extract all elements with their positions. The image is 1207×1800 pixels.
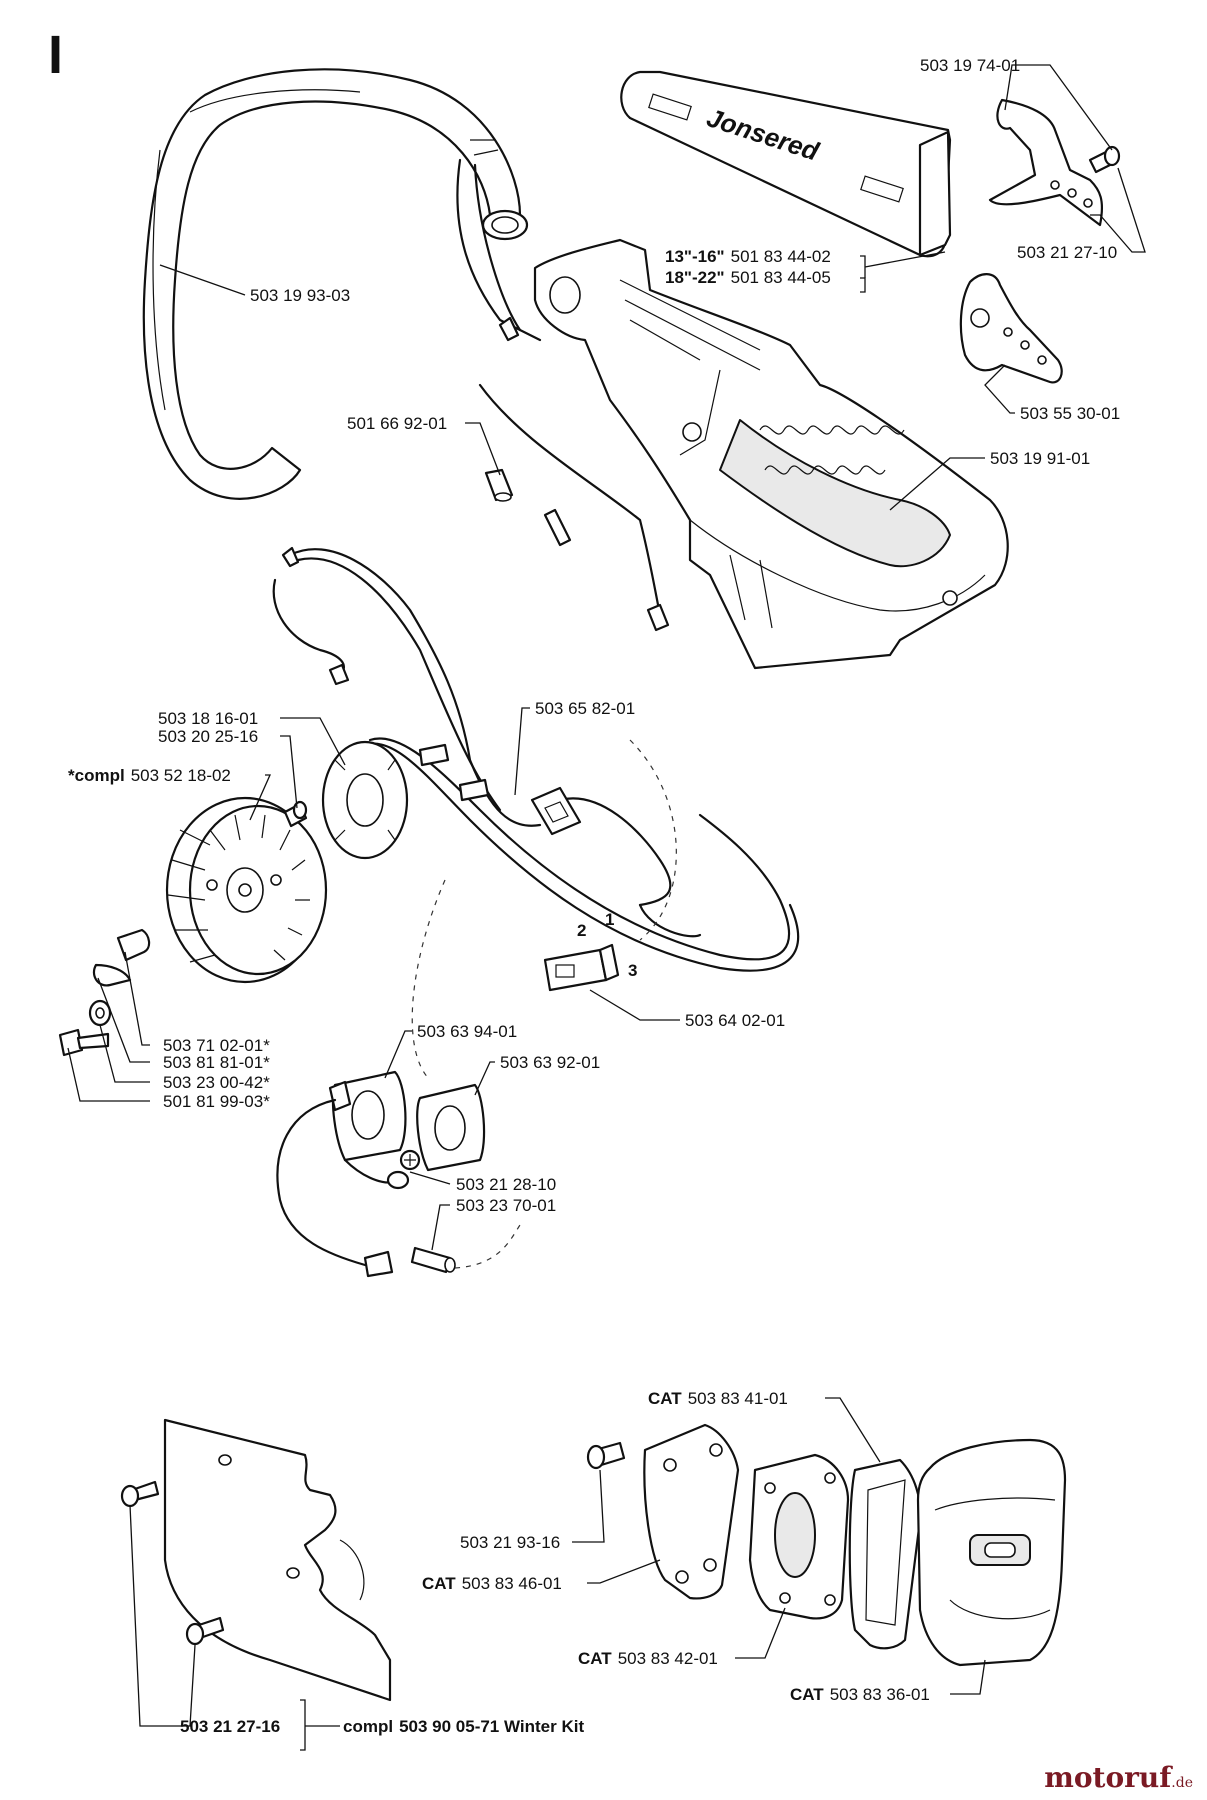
muffler-gasket-503-83-41-01 xyxy=(848,1458,922,1650)
switch-503-64-02-01: 1 2 3 xyxy=(543,910,637,992)
label-503-19-91-01: 503 19 91-01 xyxy=(990,449,1090,468)
dash-line-2 xyxy=(411,879,446,1081)
label-503-65-82-01: 503 65 82-01 xyxy=(535,699,635,718)
switch-terminal-2: 2 xyxy=(577,921,586,940)
winter-kit-cover xyxy=(163,1418,392,1702)
starter-pawl-parts xyxy=(58,928,151,1057)
muffler-screw-503-21-93-16 xyxy=(586,1441,626,1470)
muffler-body-503-83-42-01 xyxy=(748,1453,850,1620)
label-503-20-25-16: 503 20 25-16 xyxy=(158,727,258,746)
gasket-503-63-92-01 xyxy=(416,1083,486,1172)
flywheel xyxy=(165,796,328,984)
leader-lines xyxy=(67,64,1146,1751)
page-letter: I xyxy=(48,25,64,85)
label-503-21-28-10: 503 21 28-10 xyxy=(456,1175,556,1194)
bracket-503-19-74-01 xyxy=(988,98,1104,227)
plate-503-55-30-01 xyxy=(959,273,1063,384)
label-501-66-92-01: 501 66 92-01 xyxy=(347,414,447,433)
connector-501-66-92-01 xyxy=(484,468,514,502)
connector-503-23-70-01 xyxy=(363,1246,456,1278)
muffler-cover-503-83-36-01 xyxy=(916,1438,1067,1667)
hand-guard-chain-brake xyxy=(533,238,1009,670)
label-503-21-27-10: 503 21 27-10 xyxy=(1017,243,1117,262)
front-handle-bar xyxy=(142,68,529,500)
label-503-23-00-42: 503 23 00-42* xyxy=(163,1073,270,1092)
winter-kit-screws xyxy=(120,1480,225,1646)
screw-503-21-27-10 xyxy=(1088,145,1121,174)
screw-503-21-28-10 xyxy=(399,1149,421,1171)
label-503-63-94-01: 503 63 94-01 xyxy=(417,1022,517,1041)
watermark-name: motoruf xyxy=(1044,1761,1172,1794)
muffler-plate-503-83-46-01 xyxy=(643,1423,740,1600)
switch-terminal-1: 1 xyxy=(605,910,614,929)
label-503-19-93-03: 503 19 93-03 xyxy=(250,286,350,305)
ignition-ring-503-18-16-01 xyxy=(321,740,409,860)
dash-line-3 xyxy=(454,1224,521,1269)
wiring-harness xyxy=(272,158,800,972)
label-503-23-70-01: 503 23 70-01 xyxy=(456,1196,556,1215)
label-503-81-81-01: 503 81 81-01* xyxy=(163,1053,270,1072)
label-503-63-92-01: 503 63 92-01 xyxy=(500,1053,600,1072)
part-labels: 503 19 74-01 503 21 27-10 13"-16"501 83 … xyxy=(68,56,1120,1736)
label-503-71-02-01: 503 71 02-01* xyxy=(163,1036,270,1055)
label-503-21-93-16: 503 21 93-16 xyxy=(460,1533,560,1552)
watermark-domain: .de xyxy=(1171,1775,1193,1791)
ignition-coil-module xyxy=(276,1070,410,1267)
bar-guard-cover: Jonsered xyxy=(620,70,952,258)
label-501-81-99-03: 501 81 99-03* xyxy=(163,1092,270,1111)
watermark-logo: motoruf.de xyxy=(1044,1761,1193,1794)
dash-line-1 xyxy=(629,739,677,941)
label-503-18-16-01: 503 18 16-01 xyxy=(158,709,258,728)
label-503-19-74-01: 503 19 74-01 xyxy=(920,56,1020,75)
label-501-83-44-02: 13"-16"501 83 44-02 xyxy=(665,247,831,266)
switch-terminal-3: 3 xyxy=(628,961,637,980)
label-503-21-27-16: 503 21 27-16 xyxy=(180,1717,280,1736)
label-503-55-30-01: 503 55 30-01 xyxy=(1020,404,1120,423)
switch-top-503-65-82-01 xyxy=(530,786,582,836)
label-501-83-44-05: 18"-22"501 83 44-05 xyxy=(665,268,831,287)
label-503-64-02-01: 503 64 02-01 xyxy=(685,1011,785,1030)
